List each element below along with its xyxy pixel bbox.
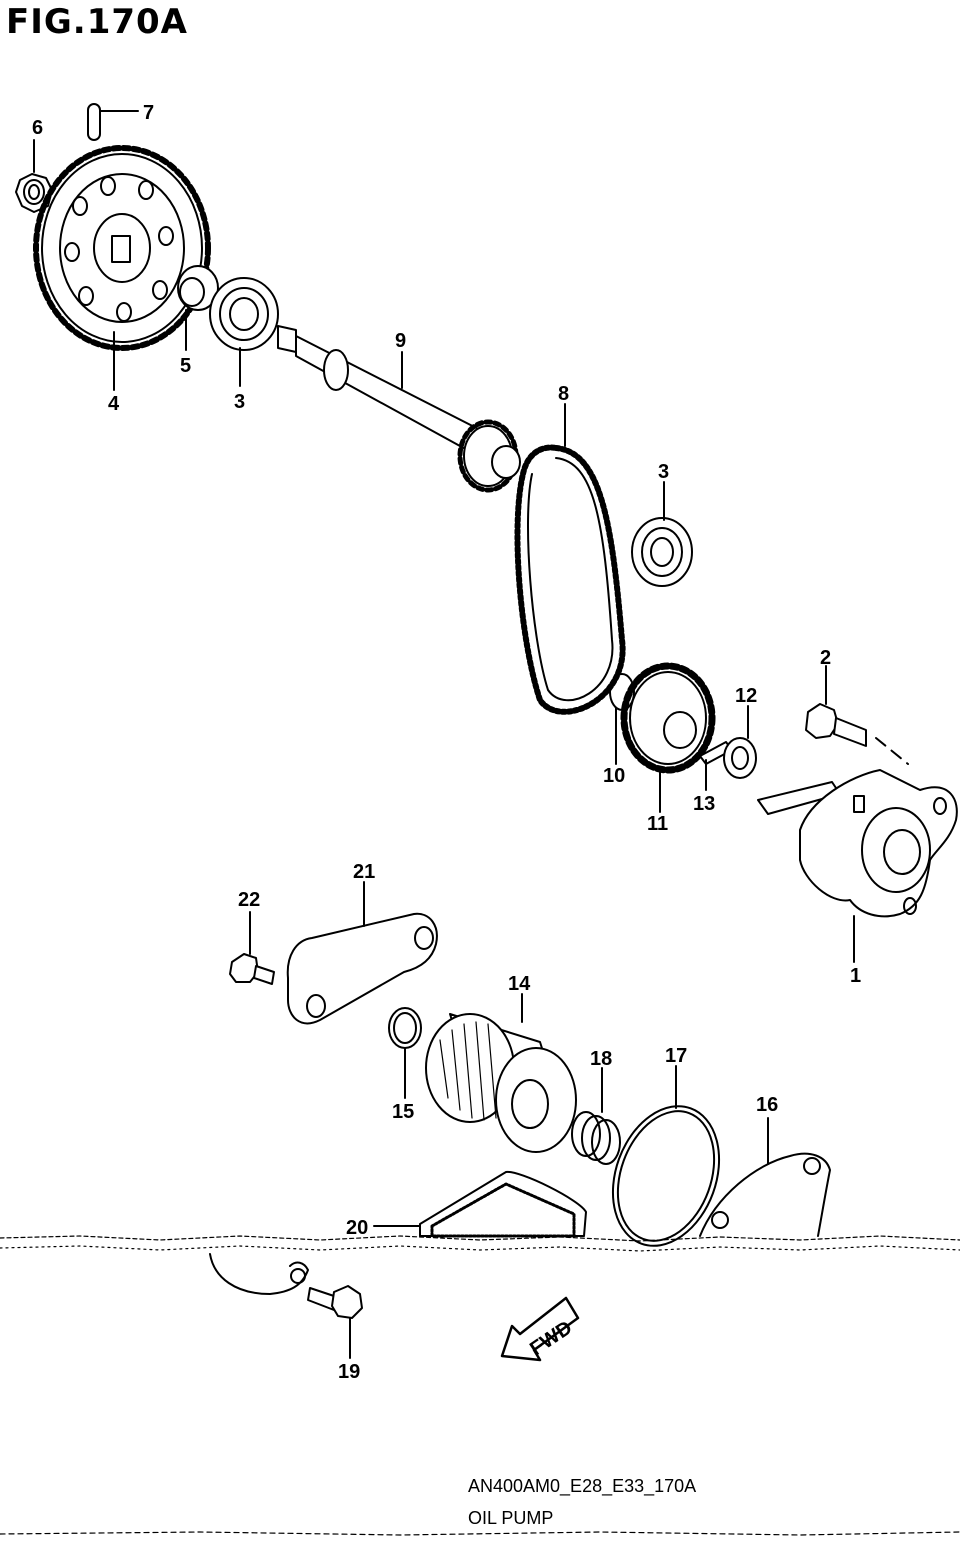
callout-21: 21 (353, 861, 375, 883)
callout-10: 10 (603, 765, 625, 787)
callout-13: 13 (693, 793, 715, 815)
part-2-bolt (805, 665, 909, 765)
callout-1: 1 (850, 965, 861, 987)
callout-6: 6 (32, 117, 43, 139)
fwd-direction-arrow (500, 1296, 580, 1362)
callout-7: 7 (143, 102, 154, 124)
callout-5: 5 (180, 355, 191, 377)
figure-title: FIG.170A (6, 2, 188, 42)
callout-22: 22 (238, 889, 260, 911)
callout-14: 14 (508, 973, 531, 995)
part-11-pump-sprocket (620, 662, 716, 813)
part-22-bolt (229, 911, 275, 985)
callout-2: 2 (820, 647, 831, 669)
diagram-name: OIL PUMP (468, 1508, 554, 1528)
callout-15: 15 (392, 1101, 414, 1123)
callout-11: 11 (647, 813, 668, 835)
part-14-oil-filter (425, 993, 577, 1153)
part-1-oil-pump (757, 769, 958, 963)
callout-8: 8 (558, 383, 569, 405)
callout-4: 4 (108, 393, 120, 415)
callout-16: 16 (756, 1094, 778, 1116)
part-21-cover-plate (286, 881, 438, 1025)
part-12-washer (723, 705, 757, 779)
part-5-collar (177, 265, 219, 351)
part-16-filter-cap (699, 1117, 831, 1237)
part-8-drive-chain (514, 403, 626, 715)
diagram-code: AN400AM0_E28_E33_170A (468, 1476, 697, 1496)
callout-3b: 3 (658, 461, 669, 483)
part-3-bearing-lower (631, 481, 693, 587)
callout-9: 9 (395, 330, 406, 352)
callout-18: 18 (590, 1048, 612, 1070)
part-7-pin (87, 103, 139, 141)
part-19-bolt (307, 1285, 363, 1359)
cap-bottom-fragment (209, 1253, 309, 1295)
callout-20: 20 (346, 1217, 368, 1239)
page-break-line (0, 1235, 960, 1536)
part-15-o-ring (388, 1007, 422, 1099)
part-17-o-ring-large (611, 1065, 721, 1247)
part-9-pump-shaft (277, 325, 521, 493)
callout-19: 19 (338, 1361, 360, 1383)
part-18-spring (571, 1067, 621, 1165)
callout-3a: 3 (234, 391, 245, 413)
callout-17: 17 (665, 1045, 687, 1067)
callout-12: 12 (735, 685, 757, 707)
part-4-driven-gear (33, 145, 211, 391)
part-3-bearing-upper (209, 277, 279, 387)
part-20-strainer (373, 1170, 587, 1238)
